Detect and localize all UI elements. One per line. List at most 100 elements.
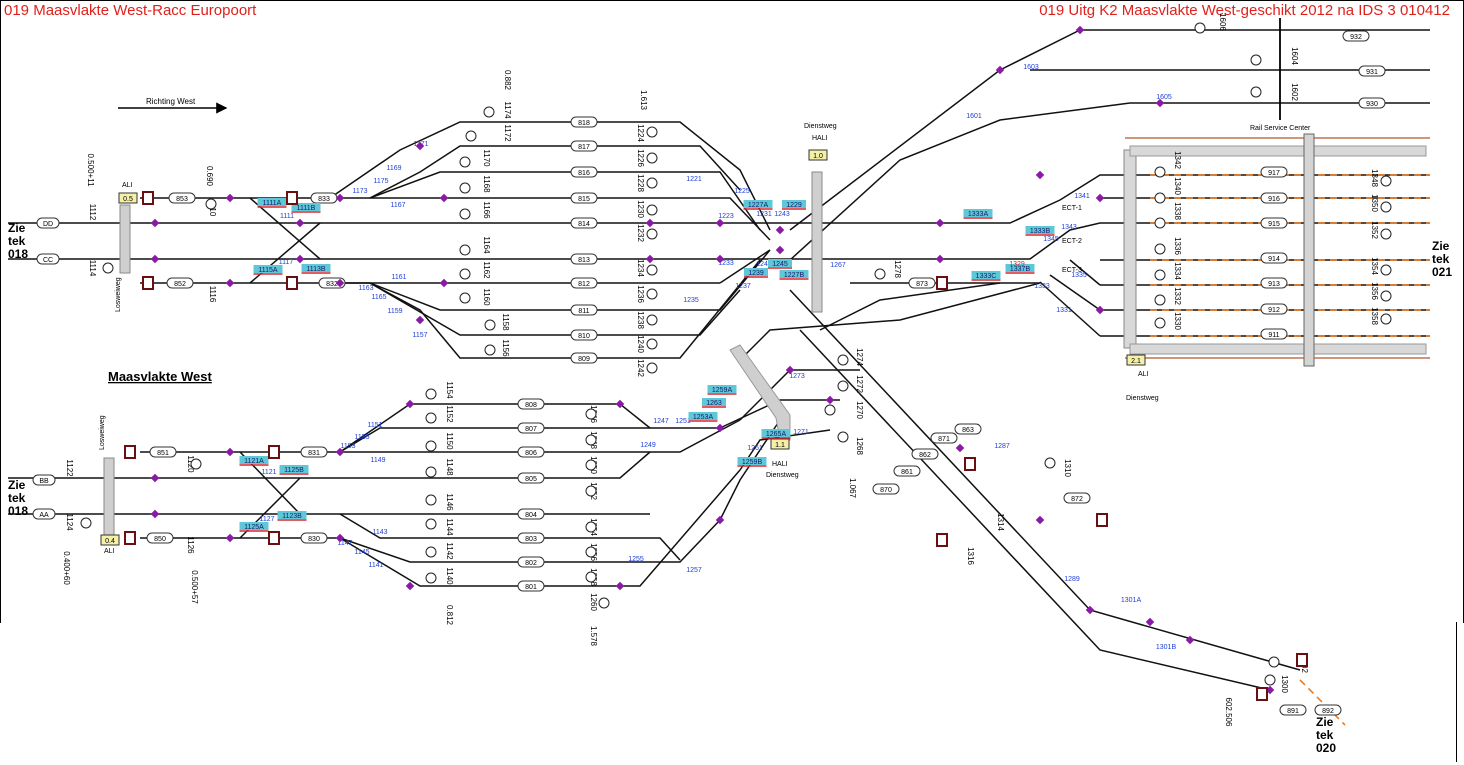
signal-symbol bbox=[1194, 22, 1206, 34]
switch-marker bbox=[1075, 25, 1085, 35]
switch-number: 1223 bbox=[718, 213, 734, 220]
switch-number: 1143 bbox=[372, 529, 387, 536]
track-number-label: DD bbox=[43, 221, 53, 228]
signal-symbol bbox=[484, 344, 496, 356]
track-number-label: 814 bbox=[578, 221, 590, 228]
signal-symbol bbox=[425, 466, 437, 478]
track-number-label: 809 bbox=[578, 356, 590, 363]
switch-number: 1247 bbox=[653, 418, 669, 425]
signal-symbol bbox=[598, 597, 610, 609]
component-number: 1168 bbox=[482, 175, 491, 193]
track-number-oval bbox=[570, 166, 598, 178]
signal-symbol bbox=[459, 182, 471, 194]
track-number-label: 914 bbox=[1268, 256, 1280, 263]
signal-symbol bbox=[837, 380, 849, 392]
signal-number: 1265A bbox=[766, 431, 787, 438]
switch-marker bbox=[225, 278, 235, 288]
track-number-oval bbox=[1260, 277, 1288, 289]
track-number-label: 807 bbox=[525, 426, 537, 433]
component-number: 1606 bbox=[1218, 13, 1227, 31]
switch-marker bbox=[955, 443, 965, 453]
km-post: 1.613 bbox=[639, 90, 648, 111]
track-number-label: 870 bbox=[880, 487, 892, 494]
signal-symbol bbox=[465, 130, 477, 142]
track-number-oval bbox=[1342, 30, 1370, 42]
switch-marker bbox=[150, 473, 160, 483]
signal-number: 1239 bbox=[748, 270, 764, 277]
switch-number: 1267 bbox=[830, 262, 846, 269]
signal-number: 1121A bbox=[244, 458, 264, 465]
signal-symbol bbox=[824, 404, 836, 416]
signal-symbol bbox=[459, 244, 471, 256]
switch-number: 1249 bbox=[640, 442, 656, 449]
signal-number: 1337B bbox=[1010, 266, 1031, 273]
switch-number: 1261 bbox=[747, 445, 763, 452]
component-number: 1114 bbox=[88, 260, 97, 277]
component-number: 1342 bbox=[1173, 151, 1182, 169]
signal-highlight bbox=[1005, 264, 1035, 272]
rsc-label: Rail Service Center bbox=[1250, 125, 1311, 132]
track-number-label: 817 bbox=[578, 144, 590, 151]
km-post: 1.067 bbox=[848, 478, 857, 499]
signal-number: 1253A bbox=[693, 414, 714, 421]
signal-highlight bbox=[1025, 226, 1055, 234]
signal-number: 1227B bbox=[784, 272, 805, 279]
switch-marker bbox=[1035, 170, 1045, 180]
component-number: 1174 bbox=[503, 101, 512, 119]
track-number-oval bbox=[517, 556, 545, 568]
switch-number: 1605 bbox=[1156, 94, 1172, 101]
signal-number: 1123B bbox=[282, 513, 302, 520]
track-number-oval bbox=[32, 508, 56, 520]
switch-marker bbox=[405, 399, 415, 409]
track-number-oval bbox=[570, 116, 598, 128]
signal-highlight bbox=[768, 259, 792, 267]
signal-block bbox=[286, 191, 298, 205]
component-number: 1120 bbox=[186, 455, 195, 473]
signal-number: 1259B bbox=[742, 459, 763, 466]
switch-marker bbox=[335, 193, 345, 203]
losweg-bottom: Losweiweg bbox=[99, 415, 106, 450]
track-number-label: CC bbox=[43, 257, 53, 264]
ect2-label: ECT-2 bbox=[1062, 238, 1082, 245]
switch-marker bbox=[415, 315, 425, 325]
switch-number: 1241 bbox=[756, 261, 772, 268]
component-number: 1314 bbox=[996, 513, 1005, 531]
switch-marker bbox=[825, 395, 835, 405]
hali-bottom: HALI bbox=[772, 461, 788, 468]
track-number-oval bbox=[930, 432, 958, 444]
switch-marker bbox=[715, 515, 725, 525]
component-number: 1148 bbox=[445, 458, 454, 476]
track-number-label: 851 bbox=[157, 450, 169, 457]
component-number: 1124 bbox=[65, 513, 74, 531]
track-number-label: 804 bbox=[525, 512, 537, 519]
track-number-oval bbox=[36, 217, 60, 229]
track-number-label: 915 bbox=[1268, 221, 1280, 228]
signal-symbol bbox=[1250, 86, 1262, 98]
signal-symbol bbox=[1154, 317, 1166, 329]
switch-number: 1145 bbox=[354, 549, 369, 556]
signal-number-red: 1329 bbox=[1009, 261, 1025, 268]
component-number: 1154 bbox=[445, 381, 454, 399]
track-number-oval bbox=[517, 446, 545, 458]
signal-symbol bbox=[646, 152, 658, 164]
signal-highlight bbox=[257, 198, 287, 206]
track-number-label: 873 bbox=[916, 281, 928, 288]
signal-number: 1111A bbox=[263, 200, 282, 207]
signal-block bbox=[268, 531, 280, 545]
component-number: 1228 bbox=[636, 174, 645, 192]
signal-block bbox=[124, 531, 136, 545]
switch-marker bbox=[1095, 193, 1105, 203]
signal-symbol bbox=[425, 412, 437, 424]
track-number-label: 813 bbox=[578, 257, 590, 264]
signal-number: 1113B bbox=[306, 266, 326, 273]
switch-number: 1225 bbox=[734, 188, 750, 195]
switch-number: 1601 bbox=[966, 113, 982, 120]
component-number: 1162 bbox=[482, 261, 491, 279]
signal-highlight bbox=[279, 465, 309, 473]
component-number: 1122 bbox=[65, 459, 74, 477]
track-number-label: 801 bbox=[525, 584, 537, 591]
sheet-title-left: 019 Maasvlakte West-Racc Europoort bbox=[4, 2, 257, 19]
component-number: 1602 bbox=[1290, 83, 1299, 101]
rsc-platform-bottom bbox=[1129, 343, 1427, 355]
switch-number: 1603 bbox=[1023, 64, 1039, 71]
